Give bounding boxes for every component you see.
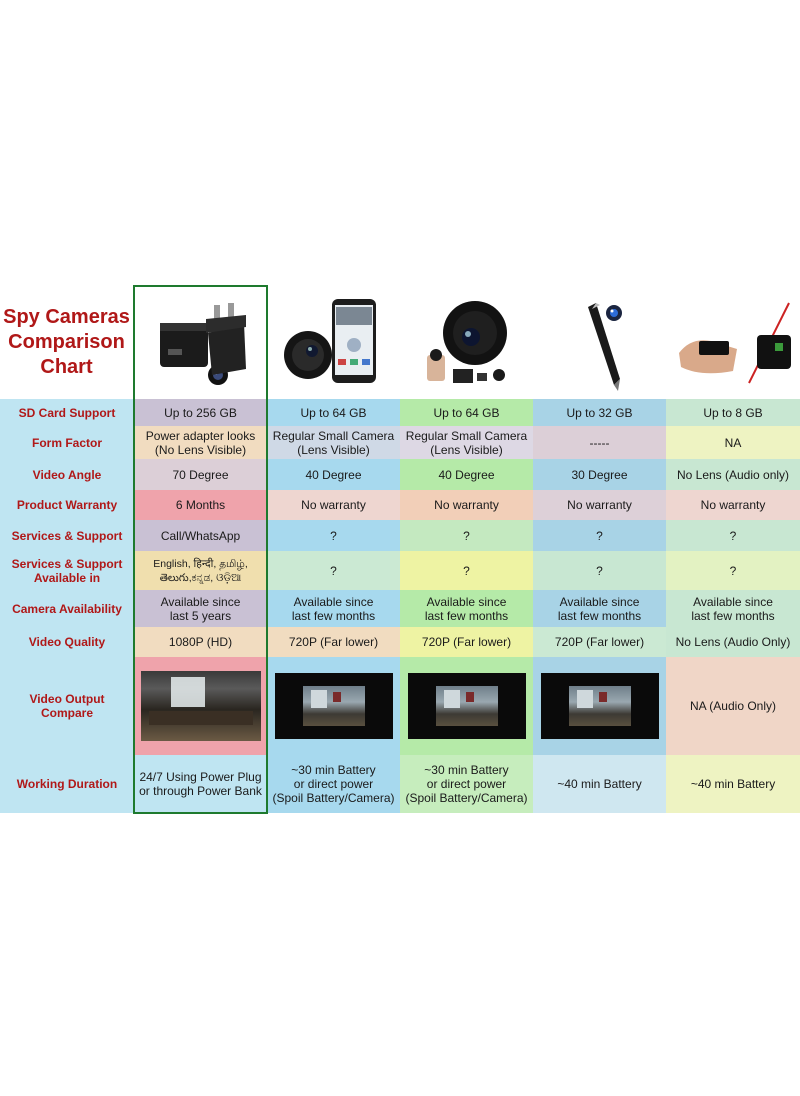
- table-cell: Up to 32 GB: [533, 399, 666, 426]
- table-cell: 40 Degree: [267, 459, 400, 490]
- video-sample-hd: [140, 671, 261, 741]
- title-line-2: Comparison: [8, 331, 125, 353]
- product-image-3: [400, 287, 533, 399]
- row-label: SD Card Support: [0, 399, 134, 426]
- table-cell: 6 Months: [134, 490, 267, 520]
- table-row: Video Output Compare NA (Audio Only): [0, 657, 800, 755]
- table-cell: No warranty: [400, 490, 533, 520]
- table-cell: 1080P (HD): [134, 627, 267, 657]
- product-image-5: [666, 287, 800, 399]
- table-cell: NA (Audio Only): [666, 657, 800, 755]
- audio-recorder-device-icon: [679, 302, 791, 384]
- table-cell: [533, 657, 666, 755]
- video-sample-low: [540, 673, 659, 739]
- table-cell: [134, 657, 267, 755]
- chart-title: Spy Cameras Comparison Chart: [0, 305, 133, 380]
- table-cell: ?: [267, 520, 400, 551]
- table-cell: Available since last few months: [267, 590, 400, 627]
- table-cell: ~30 min Battery or direct power (Spoil B…: [400, 755, 533, 813]
- row-label: Video Output Compare: [0, 657, 134, 755]
- row-label: Video Quality: [0, 627, 134, 657]
- row-label: Video Angle: [0, 459, 134, 490]
- product-image-4: [533, 287, 666, 399]
- row-label: Services & Support: [0, 520, 134, 551]
- product-image-2: [267, 287, 400, 399]
- table-cell: Up to 64 GB: [267, 399, 400, 426]
- pen-camera-icon: [587, 303, 622, 391]
- table-cell: ?: [533, 551, 666, 590]
- table-cell: ?: [666, 551, 800, 590]
- usb-charger-camera-icon: [159, 303, 246, 385]
- video-scene: [302, 686, 365, 726]
- table-cell: Available since last 5 years: [134, 590, 267, 627]
- table-cell: ?: [666, 520, 800, 551]
- table-cell: 24/7 Using Power Plug or through Power B…: [134, 755, 267, 813]
- round-wifi-camera-icon: [426, 301, 507, 383]
- mini-magnetic-camera-icon: [283, 299, 376, 383]
- table-cell: Regular Small Camera (Lens Visible): [400, 426, 533, 459]
- row-label: Camera Availability: [0, 590, 134, 627]
- table-cell: Power adapter looks (No Lens Visible): [134, 426, 267, 459]
- table-cell: No Lens (Audio only): [666, 459, 800, 490]
- table-cell: Available since last few months: [533, 590, 666, 627]
- table-cell: NA: [666, 426, 800, 459]
- table-cell: No warranty: [267, 490, 400, 520]
- table-cell: Available since last few months: [400, 590, 533, 627]
- table-cell: [267, 657, 400, 755]
- table-cell: 30 Degree: [533, 459, 666, 490]
- row-label: Form Factor: [0, 426, 134, 459]
- title-line-1: Spy Cameras: [3, 306, 130, 328]
- table-cell: No Lens (Audio Only): [666, 627, 800, 657]
- video-scene: [435, 686, 498, 726]
- product-image-1: [134, 287, 267, 399]
- video-scene: [568, 686, 631, 726]
- table-cell: No warranty: [666, 490, 800, 520]
- table-cell: ?: [267, 551, 400, 590]
- table-cell: ?: [400, 551, 533, 590]
- table-cell: 720P (Far lower): [400, 627, 533, 657]
- video-sample-low: [407, 673, 526, 739]
- table-cell: ?: [533, 520, 666, 551]
- table-cell: No warranty: [533, 490, 666, 520]
- table-cell: Up to 256 GB: [134, 399, 267, 426]
- video-sample-low: [274, 673, 393, 739]
- table-cell: ~40 min Battery: [533, 755, 666, 813]
- table-cell: English, हिन्दी, தமிழ், తెలుగు,ಕನ್ನಡ, ଓଡ…: [134, 551, 267, 590]
- row-label: Product Warranty: [0, 490, 134, 520]
- table-cell: ?: [400, 520, 533, 551]
- row-label: Services & Support Available in: [0, 551, 134, 590]
- table-cell: [400, 657, 533, 755]
- table-cell: 70 Degree: [134, 459, 267, 490]
- table-cell: Up to 64 GB: [400, 399, 533, 426]
- table-cell: -----: [533, 426, 666, 459]
- table-cell: ~40 min Battery: [666, 755, 800, 813]
- table-cell: Regular Small Camera (Lens Visible): [267, 426, 400, 459]
- table-cell: Available since last few months: [666, 590, 800, 627]
- table-cell: 720P (Far lower): [267, 627, 400, 657]
- table-cell: Up to 8 GB: [666, 399, 800, 426]
- table-cell: Call/WhatsApp: [134, 520, 267, 551]
- row-label: Working Duration: [0, 755, 134, 813]
- table-cell: 40 Degree: [400, 459, 533, 490]
- table-cell: ~30 min Battery or direct power (Spoil B…: [267, 755, 400, 813]
- table-cell: 720P (Far lower): [533, 627, 666, 657]
- title-line-3: Chart: [40, 356, 93, 378]
